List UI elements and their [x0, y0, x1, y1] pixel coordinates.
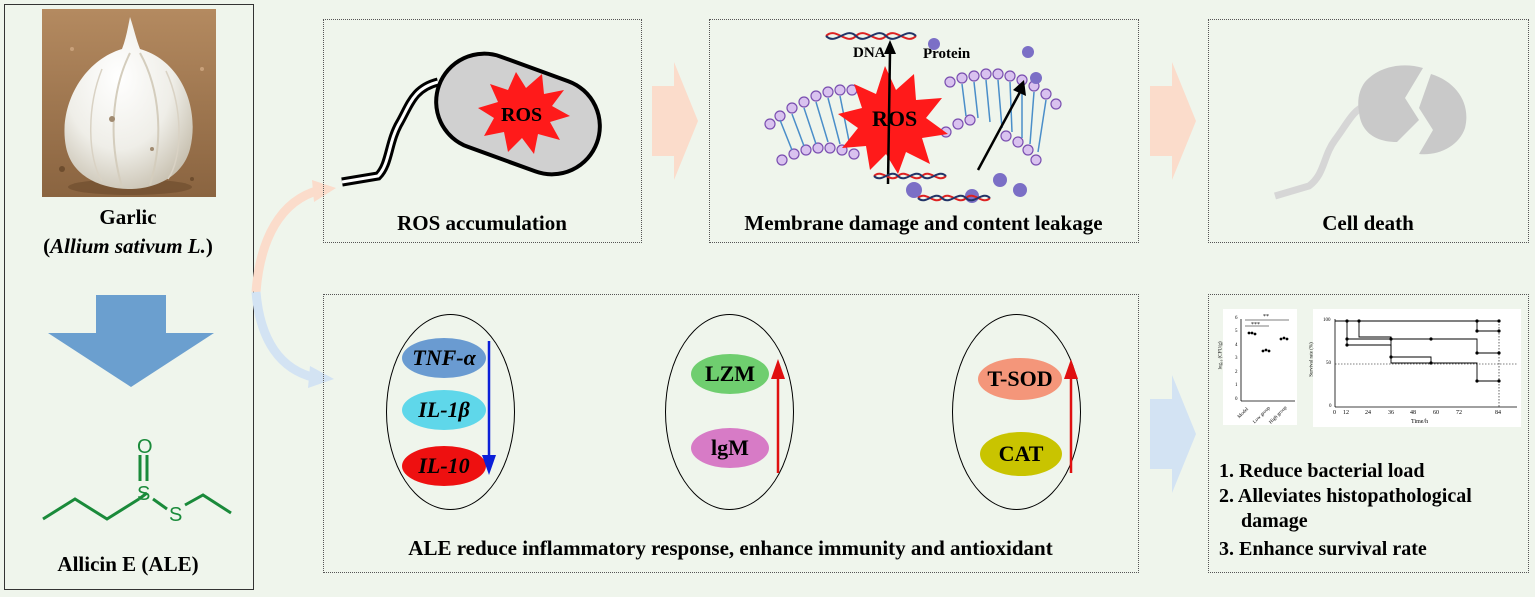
sulfur-atom-2: S: [169, 504, 182, 526]
increase-arrow-icon: [1064, 359, 1078, 473]
cell-death-caption: Cell death: [1322, 211, 1414, 235]
bacterial-load-chart: log₁₀ (CFU/g) 6 5 4 3 2 1 0 *** ** Model…: [1219, 309, 1297, 425]
flow-arrow-icon: [1150, 375, 1196, 493]
antioxidant-group: [952, 314, 1081, 510]
blue-down-arrow-icon: [48, 295, 214, 387]
bacterial-ytick: 6: [1235, 316, 1238, 321]
membrane-ros-label: ROS: [872, 106, 917, 131]
left-column: Garlic (Allium sativum L.) O S S Allicin…: [4, 4, 254, 590]
survival-xtick: 72: [1456, 410, 1462, 416]
immune-response-caption: ALE reduce inflammatory response, enhanc…: [408, 536, 1053, 560]
inflammation-group: [386, 314, 515, 510]
flow-arrow-icon: [652, 62, 698, 180]
bacterial-ytick: 1: [1235, 383, 1238, 388]
outcome-item: 1. Reduce bacterial load: [1219, 460, 1425, 482]
marker-t-sod: T-SOD: [978, 358, 1062, 400]
bacterial-ytick: 0: [1235, 397, 1238, 402]
garlic-photo: [42, 9, 216, 197]
survival-ytick: 100: [1323, 318, 1331, 323]
decrease-arrow-icon: [482, 341, 496, 475]
marker-tnf-alpha: TNF-α: [402, 338, 486, 378]
marker-il-10: IL-10: [402, 446, 486, 486]
bacterial-ylabel: log₁₀ (CFU/g): [1218, 341, 1224, 370]
survival-xtick: 24: [1365, 410, 1371, 416]
immunity-group: [665, 314, 794, 510]
outcome-item: 3. Enhance survival rate: [1219, 538, 1427, 560]
bacterial-ytick: 4: [1235, 343, 1238, 348]
marker-lzm: LZM: [691, 354, 769, 394]
outcomes-list: 1. Reduce bacterial load 2. Alleviates h…: [1219, 459, 1523, 562]
marker-il-1-beta: IL-1β: [402, 390, 486, 430]
marker-cat: CAT: [980, 432, 1062, 476]
immune-response-panel: TNF-α IL-1β IL-10 LZM lgM T-SOD CAT ALE …: [323, 294, 1139, 573]
oxygen-atom: O: [137, 436, 153, 458]
membrane-illustration: ROS DNA Protein: [764, 32, 1062, 203]
survival-ytick: 50: [1326, 361, 1331, 366]
bacterium-with-ros: ROS: [341, 51, 602, 187]
bacterial-ytick: 5: [1235, 329, 1238, 334]
ros-accumulation-panel: ROS ROS accumulation: [323, 19, 642, 243]
garlic-name: Garlic: [99, 205, 157, 229]
ros-accumulation-caption: ROS accumulation: [397, 211, 567, 235]
curved-arrows: [251, 180, 336, 388]
membrane-damage-panel: ROS DNA Protein Membrane damage and cont…: [709, 19, 1139, 243]
dead-bacterium-icon: [1274, 65, 1467, 200]
compound-name: Allicin E (ALE): [57, 552, 199, 576]
survival-xtick: 60: [1433, 410, 1439, 416]
significance-mark: ***: [1251, 322, 1260, 328]
marker-lgm: lgM: [691, 428, 769, 468]
survival-xtick: 12: [1343, 410, 1349, 416]
outcome-item: 2. Alleviates histopathological damage: [1219, 485, 1472, 532]
garlic-latin-name: (Allium sativum L.): [43, 234, 213, 258]
survival-xtick: 36: [1388, 410, 1394, 416]
allicin-structure: O S S: [42, 436, 232, 526]
protein-label: Protein: [923, 46, 971, 62]
outcome-panel: log₁₀ (CFU/g) 6 5 4 3 2 1 0 *** ** Model…: [1208, 294, 1529, 573]
survival-ylabel: Survival rate (%): [1309, 342, 1315, 377]
survival-rate-chart: Survival rate (%) 100 50 0 0 12 24 36 48…: [1309, 309, 1521, 427]
membrane-damage-caption: Membrane damage and content leakage: [744, 211, 1103, 235]
survival-xtick: 0: [1333, 410, 1336, 416]
survival-xtick: 84: [1495, 410, 1501, 416]
bacterial-ytick: 3: [1235, 356, 1238, 361]
flow-arrow-icon: [1150, 62, 1196, 180]
ros-label: ROS: [501, 104, 542, 126]
survival-xlabel: Time/h: [1411, 419, 1429, 425]
cell-death-panel: Cell death: [1208, 19, 1529, 243]
survival-xtick: 48: [1410, 410, 1416, 416]
significance-mark: **: [1263, 314, 1269, 320]
dna-label: DNA: [853, 45, 886, 61]
bacterial-ytick: 2: [1235, 370, 1238, 375]
sulfur-atom-1: S: [137, 483, 150, 505]
increase-arrow-icon: [771, 359, 785, 473]
survival-ytick: 0: [1329, 404, 1332, 409]
